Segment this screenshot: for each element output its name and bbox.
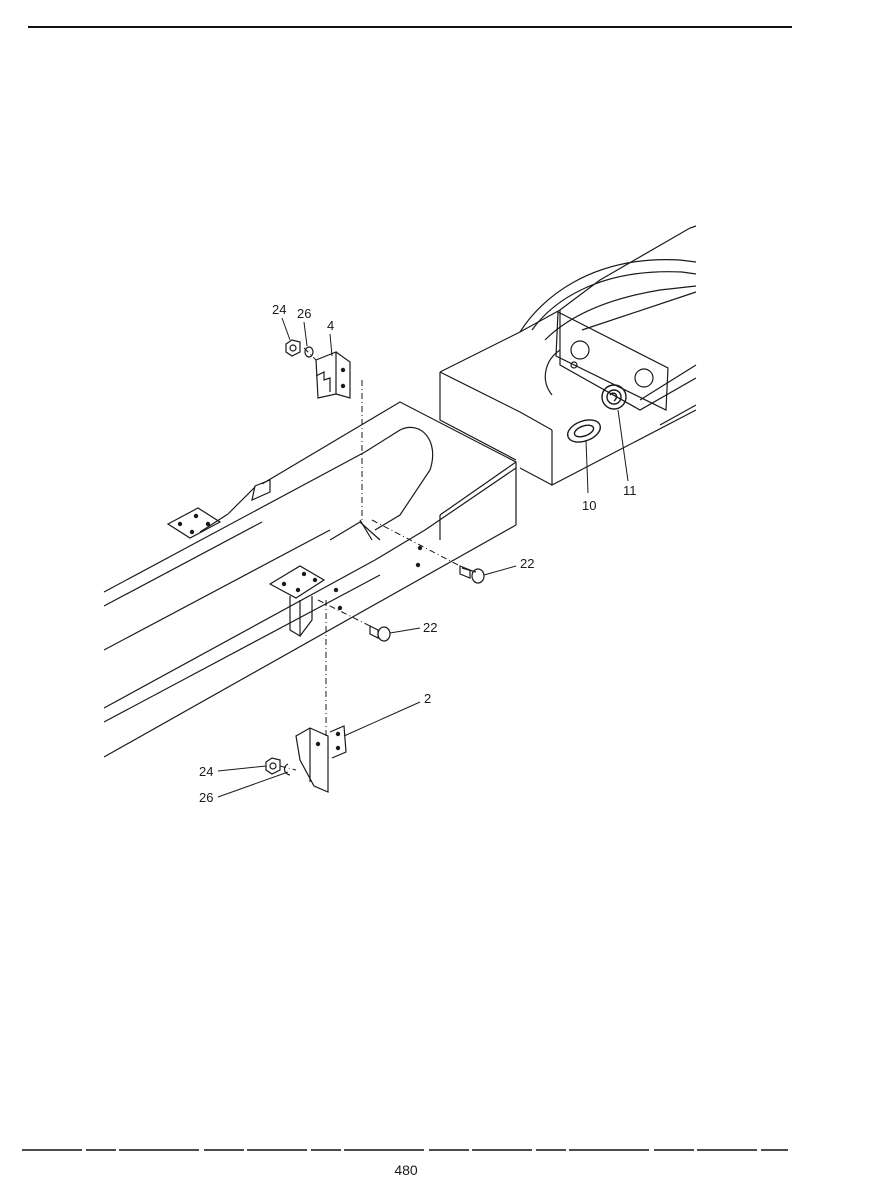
- bolt-22-lower: [369, 625, 391, 642]
- callout-22-upper: 22: [520, 556, 534, 571]
- callout-26-upper: 26: [297, 306, 311, 321]
- callout-11: 11: [623, 483, 637, 498]
- bolt-22-upper: [459, 565, 485, 584]
- grommet-10: [566, 419, 602, 443]
- frame-rail: [103, 401, 517, 758]
- rail-bracket: [268, 545, 423, 638]
- grommet-11: [601, 384, 627, 410]
- bracket-2: [295, 725, 347, 793]
- callout-4: 4: [327, 318, 334, 333]
- alignment-lines: [279, 347, 461, 771]
- callout-22-lower: 22: [423, 620, 437, 635]
- tank-housing: [439, 225, 697, 486]
- nut-24-upper: [285, 339, 301, 357]
- callout-26-lower: 26: [199, 790, 213, 805]
- callout-24-lower: 24: [199, 764, 213, 779]
- callout-24-upper: 24: [272, 302, 286, 317]
- washer-26-lower: [283, 763, 291, 776]
- bracket-4: [315, 351, 351, 399]
- nut-24-lower: [265, 757, 281, 775]
- page-number: 480: [394, 1162, 418, 1178]
- callout-10: 10: [582, 498, 596, 513]
- leader-lines: [217, 317, 629, 798]
- washer-26-upper: [304, 346, 314, 358]
- callout-2: 2: [424, 691, 431, 706]
- rail-mounting-plate: [166, 507, 222, 539]
